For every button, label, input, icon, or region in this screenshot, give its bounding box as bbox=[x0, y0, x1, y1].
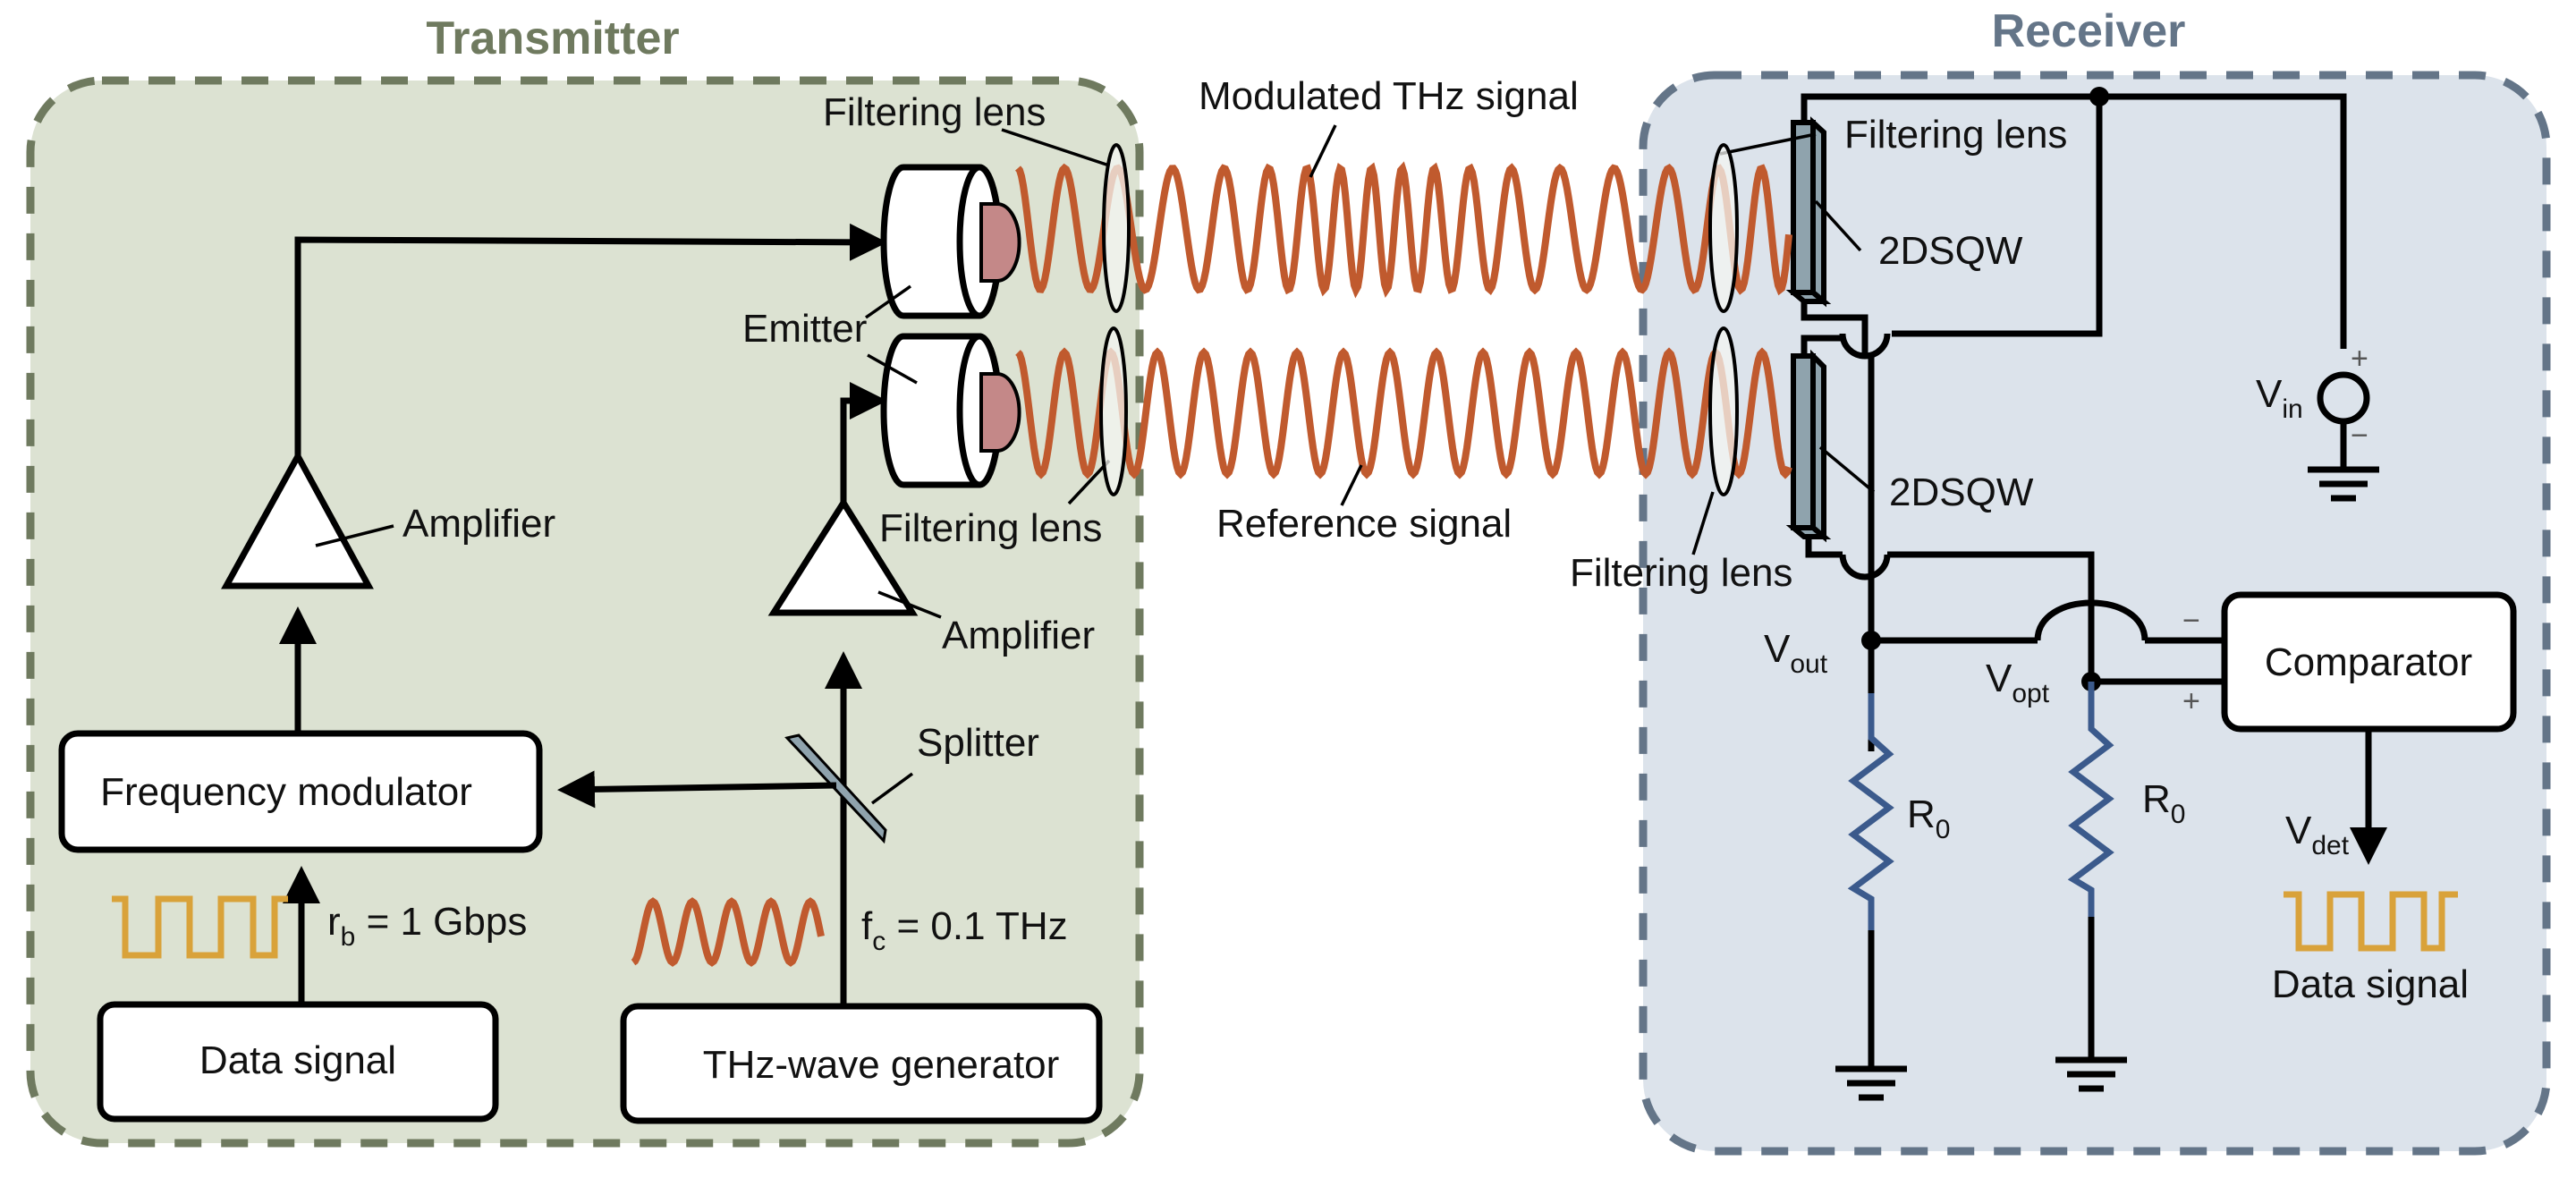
tx-lens-bottom-leader bbox=[1067, 459, 1111, 505]
data-square-wave-icon bbox=[112, 895, 288, 959]
dsqw-bottom-label: 2DSQW bbox=[1889, 470, 2034, 514]
transmitter-title: Transmitter bbox=[426, 13, 679, 64]
rx-filtering-lens-bottom[interactable] bbox=[1708, 326, 1739, 496]
dsqw-bottom-upper-wire bbox=[1801, 335, 1843, 353]
rx-lens-top-leader bbox=[1719, 132, 1817, 156]
emitter-1-tip bbox=[979, 202, 1021, 283]
emitter-leader-1 bbox=[864, 284, 912, 319]
dsqw-top-side bbox=[1810, 116, 1826, 308]
thz-generator-block[interactable] bbox=[620, 1003, 1103, 1124]
emitter-label: Emitter bbox=[742, 307, 867, 351]
receiver-title: Receiver bbox=[1992, 5, 2186, 57]
hop-over-3 bbox=[2034, 599, 2148, 641]
modulated-thz-wave bbox=[1014, 161, 1792, 299]
ground-icon-left bbox=[1835, 1065, 1907, 1101]
r0-left-label: R0 bbox=[1907, 792, 1950, 844]
frequency-modulator-label: Frequency modulator bbox=[100, 770, 472, 814]
data-signal-block[interactable] bbox=[97, 1001, 499, 1123]
tx-filtering-lens-bottom-label: Filtering lens bbox=[879, 506, 1102, 550]
emitter-2[interactable] bbox=[880, 333, 1021, 488]
emitter-leader-2 bbox=[867, 353, 918, 385]
vin-plus-sign: + bbox=[2351, 342, 2368, 376]
reference-signal-label: Reference signal bbox=[1216, 502, 1512, 546]
dsqw-bottom-side bbox=[1810, 349, 1826, 543]
dsqw-top-leader bbox=[1814, 199, 1862, 252]
dsqw-top-label: 2DSQW bbox=[1878, 229, 2023, 273]
amp2-to-emitter2-wire bbox=[840, 382, 887, 503]
amplifier-2-leader bbox=[877, 590, 942, 619]
tx-filtering-lens-top-label: Filtering lens bbox=[823, 90, 1046, 134]
splitter-label: Splitter bbox=[917, 721, 1039, 765]
dsqw-bottom[interactable] bbox=[1785, 349, 1832, 543]
dsqw-bottom-front bbox=[1791, 353, 1816, 530]
thz-generator-label: THz-wave generator bbox=[703, 1043, 1060, 1087]
reference-signal-leader bbox=[1340, 464, 1363, 506]
comparator-label: Comparator bbox=[2265, 640, 2472, 684]
dsqw-bottom-lower-wire bbox=[1805, 537, 1843, 558]
amp1-to-emitter1-wire bbox=[294, 223, 887, 456]
tx-lens-top-leader bbox=[1001, 128, 1110, 167]
data-signal-label: Data signal bbox=[199, 1038, 396, 1082]
receiver-panel: Receiver + − Vin bbox=[1570, 5, 2551, 1156]
dsqw-top-front bbox=[1791, 120, 1816, 295]
comparator-minus-sign: − bbox=[2182, 604, 2200, 638]
vout-label: Vout bbox=[1764, 627, 1828, 679]
bit-rate-label: rb = 1 Gbps bbox=[327, 900, 527, 952]
ground-icon-vin bbox=[2308, 466, 2379, 502]
rx-bias-wire bbox=[1892, 97, 2103, 337]
carrier-frequency-label: fc = 0.1 THz bbox=[861, 904, 1068, 956]
rx-data-signal-label: Data signal bbox=[2272, 962, 2469, 1006]
ground-icon-right bbox=[2055, 1056, 2127, 1092]
amplifier-2-triangle[interactable] bbox=[767, 496, 919, 616]
vin-label: Vin bbox=[2256, 372, 2303, 424]
receiver-background bbox=[1639, 71, 2551, 1156]
rx-filtering-lens-bottom-label: Filtering lens bbox=[1570, 551, 1792, 595]
modulated-signal-label: Modulated THz signal bbox=[1199, 74, 1579, 118]
amplifier-2-label: Amplifier bbox=[942, 614, 1095, 657]
vdet-label: Vdet bbox=[2285, 809, 2350, 860]
resistor-right[interactable] bbox=[2067, 682, 2114, 917]
rx-data-square-wave-icon bbox=[2284, 891, 2458, 952]
tx-filtering-lens-bottom[interactable] bbox=[1099, 326, 1128, 496]
rx-lens-bottom-leader bbox=[1691, 491, 1715, 555]
amplifier-1-label: Amplifier bbox=[402, 502, 555, 546]
r0-right-label: R0 bbox=[2142, 777, 2185, 829]
rx-filtering-lens-top-label: Filtering lens bbox=[1844, 113, 2067, 157]
amplifier-1-leader bbox=[315, 524, 394, 547]
vopt-upper-wire bbox=[1887, 551, 2095, 682]
comparator-plus-sign: + bbox=[2182, 684, 2200, 718]
dsqw-top-bottom bbox=[1785, 290, 1832, 304]
resistor-left[interactable] bbox=[1847, 693, 1894, 930]
transmitter-panel: Transmitter Data signal THz-wave generat… bbox=[26, 13, 1144, 1148]
splitter-leader bbox=[870, 772, 914, 805]
dsqw-top[interactable] bbox=[1785, 116, 1832, 308]
tx-filtering-lens-top[interactable] bbox=[1102, 143, 1131, 313]
dsqw-bottom-bottom bbox=[1785, 525, 1832, 539]
splitter-to-modulator-wire bbox=[557, 770, 837, 809]
emitter-1[interactable] bbox=[880, 164, 1021, 319]
thz-channel: Modulated THz signal Reference signal bbox=[1014, 74, 1792, 546]
modulated-signal-leader bbox=[1309, 124, 1337, 178]
carrier-wave-icon bbox=[631, 897, 825, 967]
emitter-2-tip bbox=[979, 372, 1021, 453]
rx-filtering-lens-top[interactable] bbox=[1708, 143, 1739, 313]
vin-minus-sign: − bbox=[2351, 419, 2368, 453]
reference-wave bbox=[1015, 347, 1792, 479]
dsqw-bottom-leader bbox=[1818, 445, 1876, 494]
hop-over-2 bbox=[1839, 554, 1891, 581]
amplifier-1-triangle[interactable] bbox=[221, 449, 374, 589]
vopt-label: Vopt bbox=[1986, 657, 2050, 708]
